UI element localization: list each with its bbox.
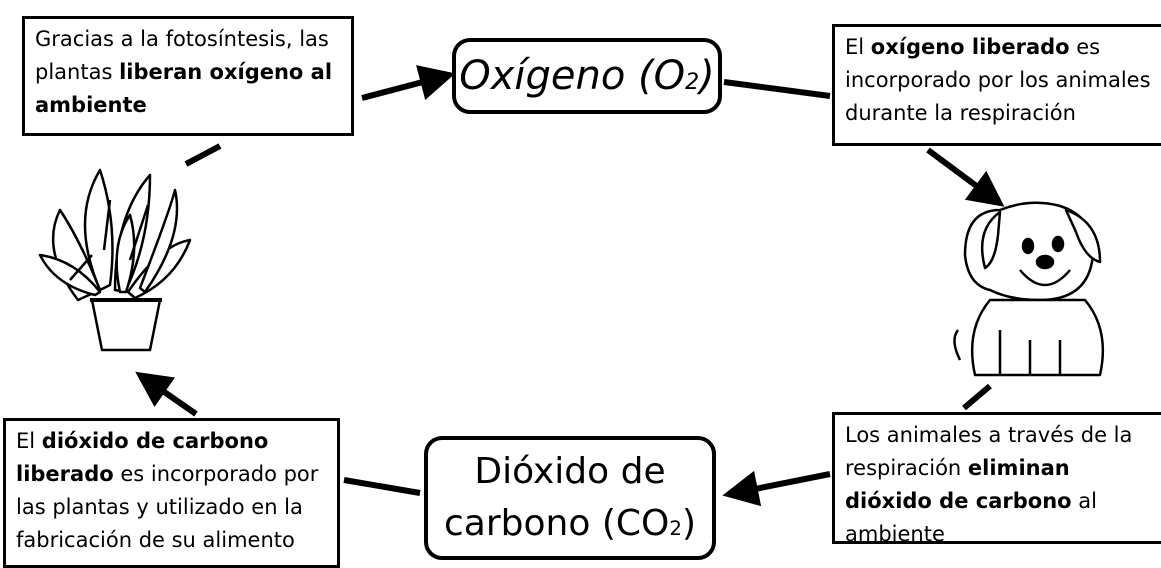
box-bold-text: eliminan dióxido de carbono	[845, 456, 1072, 513]
oxygen-node: Oxígeno (O2)	[452, 38, 722, 114]
oxygen-subscript: 2	[685, 70, 700, 95]
carbon-dioxide-node: Dióxido de carbono (CO2)	[424, 436, 716, 560]
animals-take-oxygen-box: El oxígeno liberado es incorporado por l…	[832, 24, 1161, 146]
co2-line1: Dióxido de	[474, 451, 666, 492]
box-text: al ambiente	[845, 489, 1097, 546]
connector-co2-to-box	[343, 477, 421, 496]
connector-plant-to-box	[184, 143, 222, 167]
box-text: Gracias a la fotosíntesis, las plantas	[35, 27, 329, 84]
arrow-plant-to-oxygen	[361, 65, 456, 101]
connector-animal-to-box	[962, 383, 992, 411]
co2-formula-close: )	[681, 503, 696, 544]
box-text: es incorporado por las plantas y utiliza…	[16, 462, 319, 552]
arrow-co2-to-plant	[135, 371, 198, 417]
arrow-animal-to-co2	[722, 470, 831, 507]
box-bold-text: dióxido de carbono liberado	[16, 429, 269, 486]
animals-release-co2-box: Los animales a través de la respiración …	[832, 412, 1161, 546]
oxygen-label: Oxígeno	[459, 53, 626, 99]
box-bold-text: oxígeno liberado	[870, 35, 1070, 59]
box-text: El	[845, 35, 871, 59]
box-text: Los animales a través de la respiración	[845, 423, 1133, 480]
co2-line2: carbono (CO	[444, 503, 670, 544]
co2-subscript: 2	[669, 517, 682, 540]
box-text: El	[16, 429, 42, 453]
oxygen-formula-close: )	[699, 53, 715, 99]
puppy-icon	[953, 201, 1105, 377]
oxygen-formula: (O	[625, 53, 686, 99]
box-text: es incorporado por los animales durante …	[845, 35, 1151, 125]
plant-releases-oxygen-box: Gracias a la fotosíntesis, las plantas l…	[22, 16, 354, 136]
plants-take-co2-box: El dióxido de carbono liberado es incorp…	[3, 418, 340, 568]
arrow-oxygen-to-animal	[926, 147, 1005, 207]
connector-oxygen-to-box	[723, 79, 831, 99]
plant-icon	[38, 168, 192, 352]
box-bold-text: liberan oxígeno al ambiente	[35, 60, 333, 117]
